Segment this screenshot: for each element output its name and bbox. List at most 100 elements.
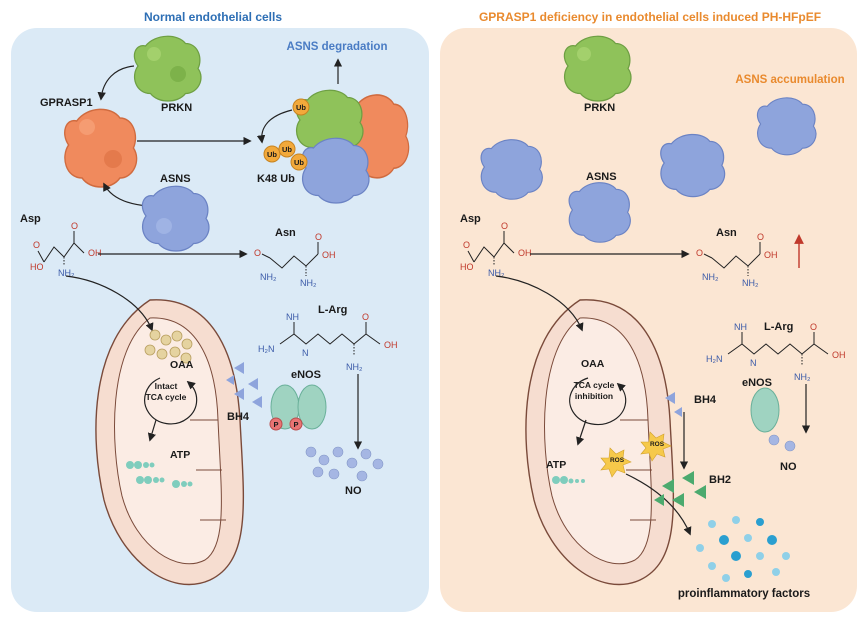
right-asn-o-1: O — [757, 232, 764, 242]
left-asn-o-2: O — [254, 248, 261, 258]
right-asp-nh2: NH₂ — [488, 268, 505, 278]
left-mitochondrion — [95, 299, 245, 586]
right-tca-cycle: TCA cycle inhibition — [569, 377, 627, 426]
left-asp-nh2: NH₂ — [58, 268, 75, 278]
left-no-molecules — [305, 446, 384, 482]
left-asp-structure — [37, 231, 85, 266]
svg-text:P: P — [273, 420, 278, 429]
right-asp-structure — [467, 231, 515, 266]
svg-text:Ub: Ub — [267, 150, 277, 159]
right-larg-structure — [727, 332, 829, 366]
left-asn-label: Asn — [275, 227, 296, 239]
right-asns-protein-4 — [756, 97, 817, 156]
right-atp-molecules — [552, 476, 585, 484]
right-asns-accumulation-label: ASNS accumulation — [735, 74, 844, 86]
left-prkn-protein — [133, 35, 202, 102]
right-asns-protein-3 — [660, 133, 726, 198]
left-asn-nh2-1: NH₂ — [260, 272, 277, 282]
svg-text:Intact: Intact — [155, 381, 178, 391]
proinflammatory-molecules — [696, 516, 790, 582]
svg-text:Ub: Ub — [294, 158, 304, 167]
left-panel-title: Normal endothelial cells — [144, 10, 282, 24]
left-asn-oh: OH — [322, 250, 336, 260]
right-asp-o-2: O — [463, 240, 470, 250]
svg-text:Ub: Ub — [282, 145, 292, 154]
right-asp-oh: OH — [518, 248, 532, 258]
right-asns-protein-2 — [568, 182, 631, 243]
left-gprasp1-protein — [63, 108, 138, 188]
left-asn-structure — [261, 242, 319, 276]
left-oaa-molecules — [144, 329, 193, 364]
right-enos-label: eNOS — [742, 377, 772, 389]
left-asp-o-2: O — [33, 240, 40, 250]
right-bh2-label: BH2 — [709, 474, 731, 486]
right-atp-label: ATP — [546, 459, 566, 471]
left-phospho-1: P — [269, 417, 283, 431]
right-ros-to-infl-arrow — [625, 473, 692, 536]
svg-text:ROS: ROS — [650, 441, 665, 448]
right-asn-label: Asn — [716, 227, 737, 239]
right-asn-o-2: O — [696, 248, 703, 258]
ub-tag-3: Ub — [278, 140, 296, 158]
right-asns-protein-1 — [480, 139, 543, 200]
right-larg-h2n: H₂N — [706, 354, 723, 364]
svg-text:Ub: Ub — [296, 103, 306, 112]
right-asns-label: ASNS — [586, 171, 617, 183]
left-larg-label: L-Arg — [318, 304, 347, 316]
left-asp-label: Asp — [20, 213, 41, 225]
right-ros-burst-2: ROS — [640, 431, 672, 462]
svg-text:TCA cycle: TCA cycle — [146, 392, 187, 402]
left-asp-ho: HO — [30, 262, 44, 272]
right-mitochondrion — [525, 299, 675, 586]
right-asp-ho: HO — [460, 262, 474, 272]
left-tca-cycle: Intact TCA cycle — [144, 377, 198, 425]
right-larg-o: O — [810, 322, 817, 332]
svg-text:TCA cycle: TCA cycle — [574, 380, 615, 390]
left-tca-to-atp-arrow — [147, 419, 157, 442]
right-asn-oh: OH — [764, 250, 778, 260]
right-panel-title: GPRASP1 deficiency in endothelial cells … — [479, 10, 821, 24]
left-no-label: NO — [345, 485, 362, 497]
right-asp-label: Asp — [460, 213, 481, 225]
left-larg-structure — [279, 322, 381, 356]
ub-tag-4: Ub — [290, 153, 308, 171]
right-asp-o-1: O — [501, 221, 508, 231]
left-k48ub-label: K48 Ub — [257, 173, 295, 185]
ub-tag-1: Ub — [292, 98, 310, 116]
svg-text:P: P — [293, 420, 298, 429]
right-asn-structure — [703, 242, 761, 276]
left-asp-oh-1: OH — [88, 248, 102, 258]
right-tca-to-atp-arrow — [576, 419, 587, 446]
left-larg-oh: OH — [384, 340, 398, 350]
left-asn-nh2-2: NH₂ — [300, 278, 317, 288]
right-ros-burst-1: ROS — [600, 447, 632, 478]
right-larg-nh2: NH₂ — [794, 372, 811, 382]
right-larg-label: L-Arg — [764, 321, 793, 333]
left-larg-n: N — [302, 348, 309, 358]
left-prkn-to-gprasp1-arrow — [97, 65, 135, 101]
right-larg-nh: NH — [734, 322, 747, 332]
left-asns-protein — [141, 185, 210, 252]
left-atp-molecules — [126, 461, 193, 488]
right-prkn-label: PRKN — [584, 102, 615, 114]
right-asn-nh2-1: NH₂ — [702, 272, 719, 282]
proinflammatory-label: proinflammatory factors — [678, 588, 810, 600]
left-asp-to-oaa-arrow — [65, 275, 154, 332]
svg-text:ROS: ROS — [610, 457, 625, 464]
ub-tag-2: Ub — [263, 145, 281, 163]
left-larg-o: O — [362, 312, 369, 322]
right-bh4-label: BH4 — [694, 394, 717, 406]
left-enos-label: eNOS — [291, 369, 321, 381]
right-larg-oh: OH — [832, 350, 846, 360]
right-no-molecules — [768, 434, 796, 452]
left-bh4-label: BH4 — [227, 411, 250, 423]
left-asp-o-1: O — [71, 221, 78, 231]
left-atp-label: ATP — [170, 449, 190, 461]
svg-text:inhibition: inhibition — [575, 391, 613, 401]
left-larg-nh: NH — [286, 312, 299, 322]
right-larg-n: N — [750, 358, 757, 368]
left-asns-label: ASNS — [160, 173, 191, 185]
right-oaa-label: OAA — [581, 358, 605, 370]
